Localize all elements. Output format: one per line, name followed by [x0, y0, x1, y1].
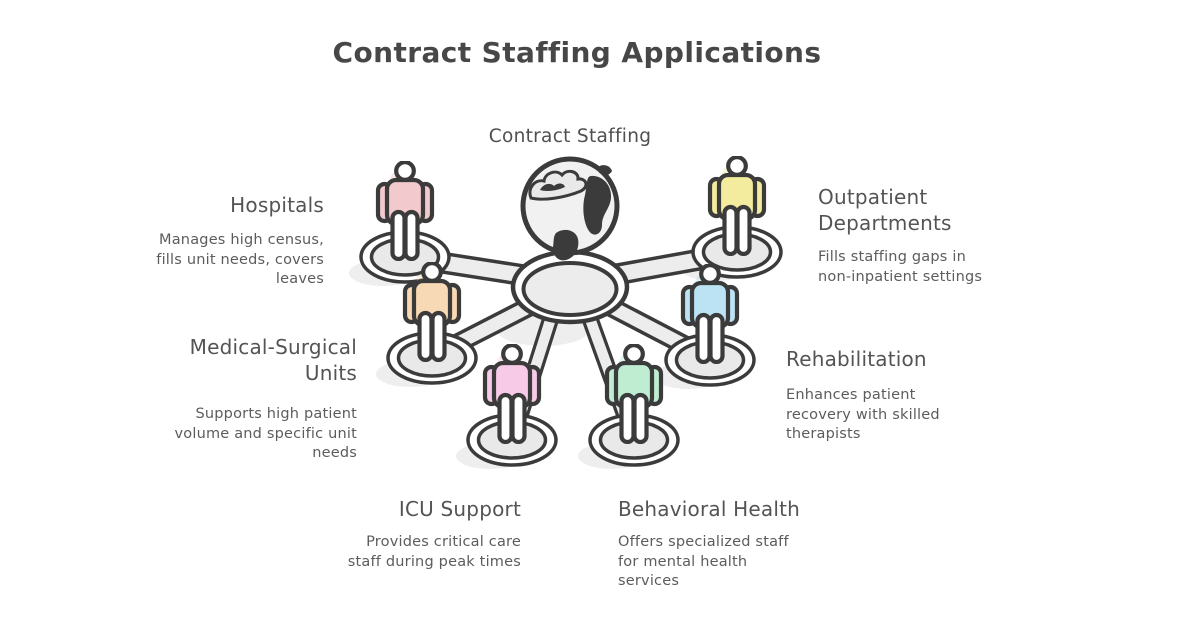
node-rehabilitation: Rehabilitation Enhances patient recovery…: [786, 346, 1006, 445]
node-description: Provides critical care staff during peak…: [347, 534, 521, 570]
node-description: Enhances patient recovery with skilled t…: [786, 387, 940, 442]
node-behavioral-health: Behavioral Health Offers specialized sta…: [618, 496, 858, 592]
node-hospitals: Hospitals Manages high census, fills uni…: [64, 192, 324, 290]
node-description: Supports high patient volume and specifi…: [174, 406, 357, 461]
hub-label: Contract Staffing: [488, 126, 652, 147]
hub-body: [510, 249, 630, 325]
node-icu-support: ICU Support Provides critical care staff…: [261, 496, 521, 572]
page-title: Contract Staffing Applications: [332, 36, 822, 69]
globe-continent-detail: [540, 183, 565, 191]
globe-continent-east: [583, 175, 612, 235]
node-description: Fills staffing gaps in non-inpatient set…: [818, 249, 983, 285]
node-label: Hospitals: [230, 193, 324, 217]
node-label: Rehabilitation: [786, 347, 927, 371]
node-outpatient-departments: Outpatient Departments Fills staffing ga…: [818, 184, 1038, 287]
node-label: ICU Support: [398, 497, 521, 521]
node-medical-surgical-units: Medical-Surgical Units Supports high pat…: [97, 334, 357, 464]
globe-icon: [520, 156, 620, 261]
globe-continent-northeast: [597, 165, 612, 176]
globe-continent-south: [552, 229, 579, 261]
node-label: Behavioral Health: [618, 497, 801, 521]
node-description: Offers specialized staff for mental heal…: [618, 534, 789, 589]
node-description: Manages high census, fills unit needs, c…: [156, 232, 324, 287]
node-label: Medical-Surgical Units: [189, 335, 357, 385]
node-label: Outpatient Departments: [818, 185, 952, 235]
